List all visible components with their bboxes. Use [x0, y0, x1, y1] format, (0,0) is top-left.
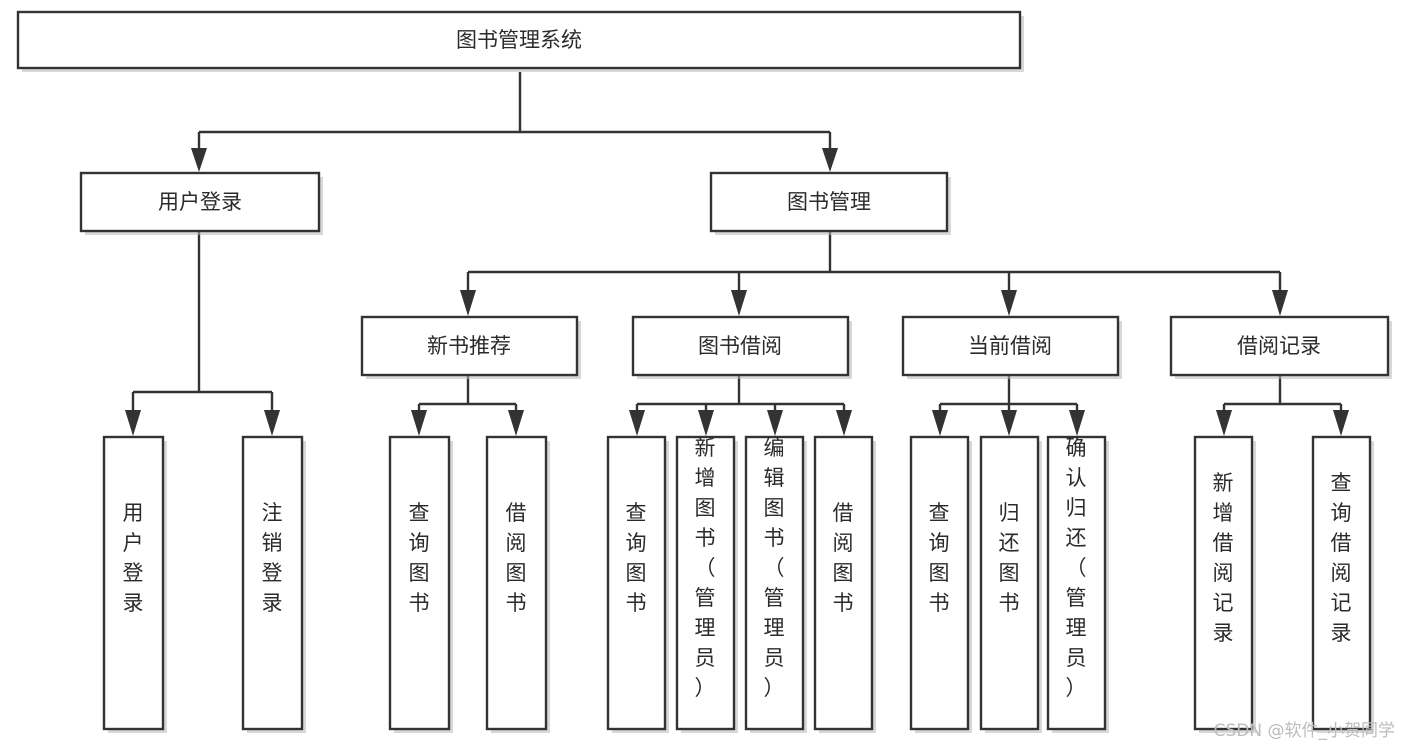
arrowhead-book-management [822, 148, 838, 172]
leaf-query-book-1-label: 查询图书 [409, 501, 430, 615]
arrowhead-user-login [191, 148, 207, 172]
leaf-add-record-rect [1193, 435, 1254, 731]
borrow-record-rect [1169, 315, 1390, 377]
leaf-query-book-2-label: 查询图书 [626, 501, 647, 615]
arrowhead-leaf-user-login [125, 410, 141, 436]
user-login-label: 用户登录 [158, 190, 242, 214]
arrowhead-leaf-edit-book [767, 410, 783, 436]
arrowhead-leaf-query-book-3 [932, 410, 948, 436]
node-current-borrow[interactable]: 当前借阅 [901, 315, 1122, 379]
node-root[interactable]: 图书管理系统 [16, 10, 1024, 72]
arrowhead-borrow-record [1272, 290, 1288, 316]
leaf-user-login-rect [102, 435, 165, 731]
node-borrow-record[interactable]: 借阅记录 [1169, 315, 1392, 379]
leaf-logout-login-label: 注销登录 [262, 501, 283, 615]
leaf-add-record-label: 新增借阅记录 [1213, 471, 1234, 645]
leaf-add-book-label: 新增图书（管理员） [695, 436, 716, 700]
arrowhead-leaf-query-book-1 [411, 410, 427, 436]
current-borrow-label: 当前借阅 [968, 334, 1052, 358]
node-leaf-user-login[interactable]: 用户登录 [102, 435, 167, 733]
node-new-book-recommend[interactable]: 新书推荐 [360, 315, 581, 379]
arrowhead-current-borrow [1001, 290, 1017, 316]
leaf-logout-login-rect [241, 435, 304, 731]
node-leaf-query-book-1[interactable]: 查询图书 [388, 435, 453, 733]
leaf-query-record-label: 查询借阅记录 [1331, 471, 1352, 645]
user-login-rect [79, 171, 321, 233]
arrowhead-leaf-return-book [1001, 410, 1017, 436]
arrowhead-book-borrow [731, 290, 747, 316]
leaf-edit-book-rect [744, 435, 805, 731]
node-leaf-query-book-2[interactable]: 查询图书 [606, 435, 669, 733]
leaf-borrow-book-2-rect [813, 435, 874, 731]
node-leaf-logout-login[interactable]: 注销登录 [241, 435, 306, 733]
node-leaf-query-book-3[interactable]: 查询图书 [909, 435, 972, 733]
leaf-query-book-2-rect [606, 435, 667, 731]
leaf-borrow-book-1-rect [485, 435, 548, 731]
arrowhead-new-book-recommend [460, 290, 476, 316]
new-book-recommend-label: 新书推荐 [427, 334, 511, 358]
new-book-recommend-rect [360, 315, 579, 377]
arrowhead-leaf-logout-login [264, 410, 280, 436]
arrowhead-leaf-add-book [698, 410, 714, 436]
arrowhead-leaf-borrow-book-2 [836, 410, 852, 436]
book-management-label: 图书管理 [787, 190, 871, 214]
leaf-query-book-3-rect [909, 435, 970, 731]
book-borrow-label: 图书借阅 [698, 334, 782, 358]
arrowhead-leaf-query-book-2 [629, 410, 645, 436]
node-leaf-return-book[interactable]: 归还图书 [979, 435, 1042, 733]
node-book-management[interactable]: 图书管理 [709, 171, 951, 235]
leaf-return-book-rect [979, 435, 1040, 731]
node-leaf-add-book[interactable]: 新增图书（管理员） [675, 435, 738, 733]
leaf-return-book-label: 归还图书 [999, 501, 1020, 615]
node-leaf-query-record[interactable]: 查询借阅记录 [1311, 435, 1374, 733]
leaf-edit-book-label: 编辑图书（管理员） [764, 436, 785, 700]
arrowhead-leaf-confirm-return [1069, 410, 1085, 436]
leaf-query-book-1-rect [388, 435, 451, 731]
node-leaf-confirm-return[interactable]: 确认归还（管理员） [1046, 435, 1109, 733]
current-borrow-rect [901, 315, 1120, 377]
root-rect [16, 10, 1022, 70]
node-leaf-borrow-book-1[interactable]: 借阅图书 [485, 435, 550, 733]
leaf-confirm-return-label: 确认归还（管理员） [1066, 436, 1087, 700]
connector-layer [125, 72, 1349, 436]
node-leaf-borrow-book-2[interactable]: 借阅图书 [813, 435, 876, 733]
leaf-add-book-rect [675, 435, 736, 731]
arrowhead-leaf-query-record [1333, 410, 1349, 436]
leaf-borrow-book-1-label: 借阅图书 [506, 501, 527, 615]
leaf-query-record-rect [1311, 435, 1372, 731]
borrow-record-label: 借阅记录 [1237, 334, 1321, 358]
node-user-login[interactable]: 用户登录 [79, 171, 323, 235]
leaf-borrow-book-2-label: 借阅图书 [833, 501, 854, 615]
book-management-rect [709, 171, 949, 233]
leaf-user-login-label: 用户登录 [123, 501, 144, 615]
root-label: 图书管理系统 [456, 28, 582, 52]
node-leaf-add-record[interactable]: 新增借阅记录 [1193, 435, 1256, 733]
node-book-borrow[interactable]: 图书借阅 [631, 315, 852, 379]
arrowhead-leaf-borrow-book-1 [508, 410, 524, 436]
csdn-watermark: CSDN @软件_小贺同学 [1213, 721, 1395, 741]
leaf-query-book-3-label: 查询图书 [929, 501, 950, 615]
leaf-confirm-return-rect [1046, 435, 1107, 731]
book-borrow-rect [631, 315, 850, 377]
node-leaf-edit-book[interactable]: 编辑图书（管理员） [744, 435, 807, 733]
arrowhead-leaf-add-record [1216, 410, 1232, 436]
